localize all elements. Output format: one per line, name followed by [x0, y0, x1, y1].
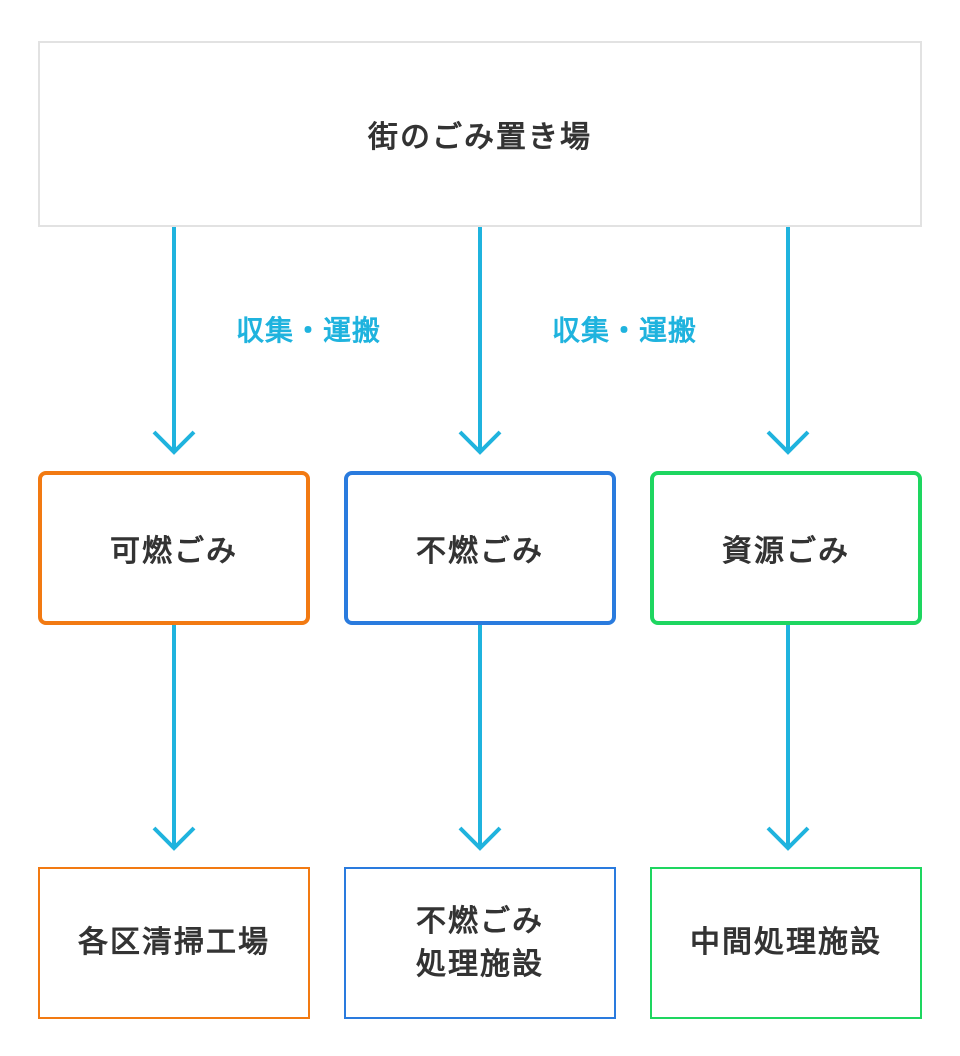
destination-intermediate-facility: 中間処理施設	[650, 867, 922, 1019]
destination-label: 中間処理施設	[690, 925, 882, 961]
source-label: 街のごみ置き場	[368, 120, 592, 155]
destination-label: 各区清掃工場	[78, 925, 270, 961]
arrow-head-recyclable-2	[766, 826, 810, 851]
waste-type-label: 資源ごみ	[722, 534, 850, 569]
waste-type-burnable: 可燃ごみ	[38, 471, 310, 625]
waste-type-label: 不燃ごみ	[416, 534, 544, 569]
waste-type-nonburnable: 不燃ごみ	[344, 471, 616, 625]
transport-label-2: 収集・運搬	[552, 314, 698, 347]
destination-nonburnable-facility: 不燃ごみ 処理施設	[344, 867, 616, 1019]
arrow-head-burnable-2	[152, 826, 196, 851]
destination-label: 不燃ごみ 処理施設	[416, 903, 544, 983]
arrow-head-nonburnable-2	[458, 826, 502, 851]
waste-type-label: 可燃ごみ	[110, 534, 238, 569]
waste-type-recyclable: 資源ごみ	[650, 471, 922, 625]
arrow-head-burnable-1	[152, 430, 196, 455]
source-box: 街のごみ置き場	[38, 41, 922, 227]
arrow-head-nonburnable-1	[458, 430, 502, 455]
arrow-head-recyclable-1	[766, 430, 810, 455]
transport-label-1: 収集・運搬	[236, 314, 382, 347]
destination-cleaning-plant: 各区清掃工場	[38, 867, 310, 1019]
